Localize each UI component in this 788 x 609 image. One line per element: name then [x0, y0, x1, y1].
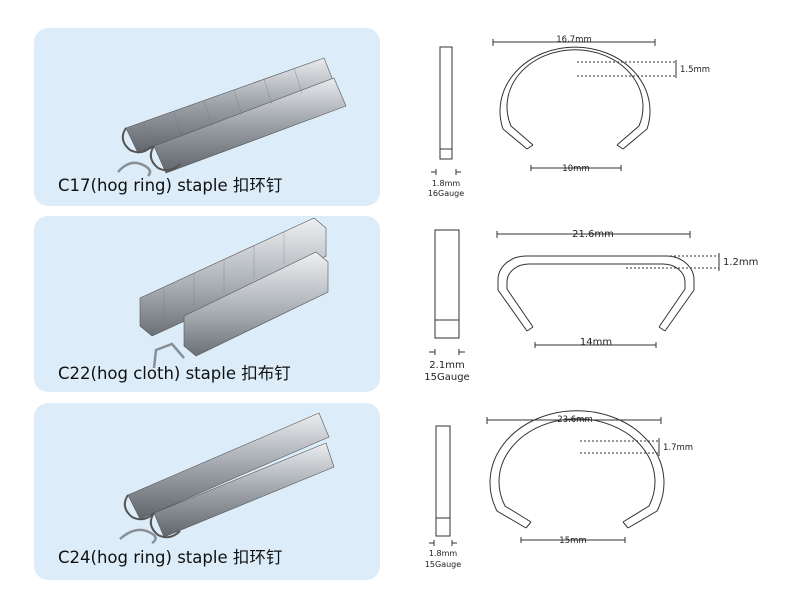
product-label: C17(hog ring) staple 扣环钉 [58, 176, 283, 195]
product-card-c22: C22(hog cloth) staple 扣布钉 [34, 216, 380, 392]
c17-side-width-label: 1.8mm [432, 179, 461, 188]
c17-overall-width-label: 16.7mm [556, 35, 592, 45]
c22-side-profile [429, 229, 465, 355]
product-card-c17: C17(hog ring) staple 扣环钉 [34, 28, 380, 206]
c22-side-width-label: 2.1mm [429, 360, 464, 371]
c22-thickness-label: 1.2mm [723, 257, 758, 268]
c22-overall-width-dimension [496, 231, 691, 238]
c22-opening-dimension [534, 342, 657, 348]
c17-gauge-label: 16Gauge [428, 189, 464, 198]
c24-overall-width-dimension [486, 417, 662, 424]
c22-staple-strip-image [139, 217, 329, 369]
c24-side-width-label: 1.8mm [429, 549, 458, 558]
c17-overall-width-dimension [492, 39, 656, 46]
c22-thickness-dimension [626, 255, 719, 269]
c24-opening-label: 15mm [559, 536, 586, 546]
c22-ring-profile [497, 255, 695, 332]
product-label: C24(hog ring) staple 扣环钉 [58, 548, 283, 567]
c17-thickness-label: 1.5mm [680, 65, 710, 75]
c17-opening-dimension [530, 165, 622, 171]
c24-side-profile [429, 425, 457, 546]
c17-ring-profile [499, 46, 651, 150]
c22-gauge-label: 15Gauge [424, 372, 469, 383]
c24-overall-width-label: 23.6mm [557, 415, 593, 425]
c24-ring-profile [489, 410, 665, 529]
product-label: C22(hog cloth) staple 扣布钉 [58, 364, 291, 383]
c22-single-staple-icon [152, 342, 185, 369]
c22-overall-width-label: 21.6mm [572, 229, 614, 240]
c24-staple-strip-image [119, 412, 335, 545]
c24-thickness-dimension [580, 440, 659, 454]
c24-gauge-label: 15Gauge [425, 560, 461, 569]
c17-opening-label: 10mm [562, 164, 589, 174]
c17-single-staple-icon [117, 161, 152, 177]
c22-opening-label: 14mm [580, 337, 612, 348]
c17-thickness-dimension [577, 61, 676, 77]
c24-thickness-label: 1.7mm [663, 443, 693, 453]
c17-staple-strip-image [117, 57, 347, 177]
c24-opening-dimension [520, 537, 626, 543]
c17-side-profile [431, 46, 461, 175]
product-card-c24: C24(hog ring) staple 扣环钉 [34, 403, 380, 580]
c24-single-staple-icon [119, 528, 157, 545]
